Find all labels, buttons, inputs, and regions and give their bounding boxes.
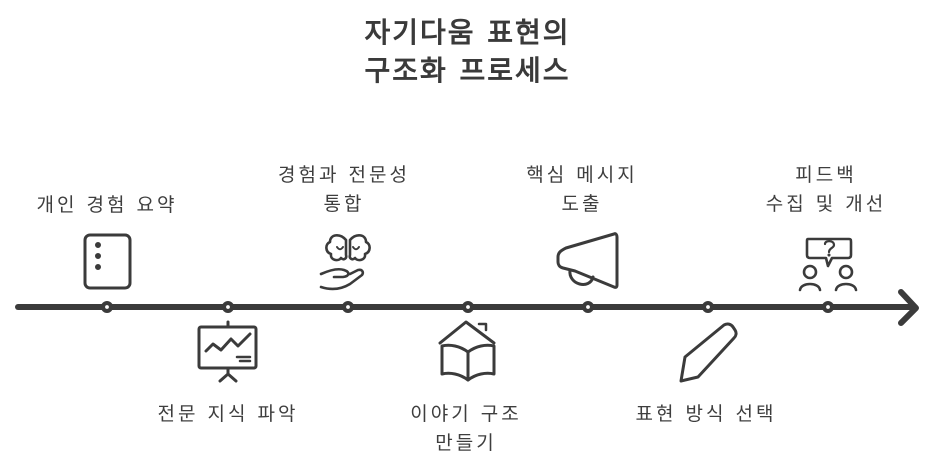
step-label-7: 피드백 수집 및 개선 xyxy=(766,161,886,219)
step-4-line-1: 이야기 구조 xyxy=(410,403,522,425)
step-3-line-1: 경험과 전문성 xyxy=(278,164,410,186)
document-icon xyxy=(83,233,132,290)
step-7-line-1: 피드백 xyxy=(795,164,857,186)
step-6-line-1: 표현 방식 선택 xyxy=(635,403,777,425)
pencil-icon xyxy=(679,322,738,383)
step-label-6: 표현 방식 선택 xyxy=(636,400,777,429)
step-label-3: 경험과 전문성 통합 xyxy=(278,161,410,219)
arrow-right-icon xyxy=(898,289,919,326)
diagram-title: 자기다움 표현의 구조화 프로세스 xyxy=(0,14,935,90)
people-question-icon xyxy=(798,237,858,292)
step-2-line-1: 전문 지식 파악 xyxy=(157,403,299,425)
step-label-2: 전문 지식 파악 xyxy=(158,400,299,429)
title-line-1: 자기다움 표현의 xyxy=(364,16,571,49)
presentation-chart-icon xyxy=(197,320,258,383)
step-4-line-2: 만들기 xyxy=(435,432,497,454)
step-label-4: 이야기 구조 만들기 xyxy=(410,400,521,458)
step-1-line-1: 개인 경험 요약 xyxy=(36,194,178,216)
step-7-line-2: 수집 및 개선 xyxy=(765,193,887,215)
brain-in-hand-icon xyxy=(319,234,371,291)
step-label-1: 개인 경험 요약 xyxy=(37,191,178,220)
step-5-line-2: 도출 xyxy=(561,193,603,215)
title-line-2: 구조화 프로세스 xyxy=(364,54,571,87)
step-3-line-2: 통합 xyxy=(323,193,365,215)
timeline-dots xyxy=(101,301,834,313)
megaphone-icon xyxy=(556,232,619,289)
step-5-line-1: 핵심 메시지 xyxy=(526,164,638,186)
book-house-icon xyxy=(438,320,496,382)
step-label-5: 핵심 메시지 도출 xyxy=(526,161,637,219)
